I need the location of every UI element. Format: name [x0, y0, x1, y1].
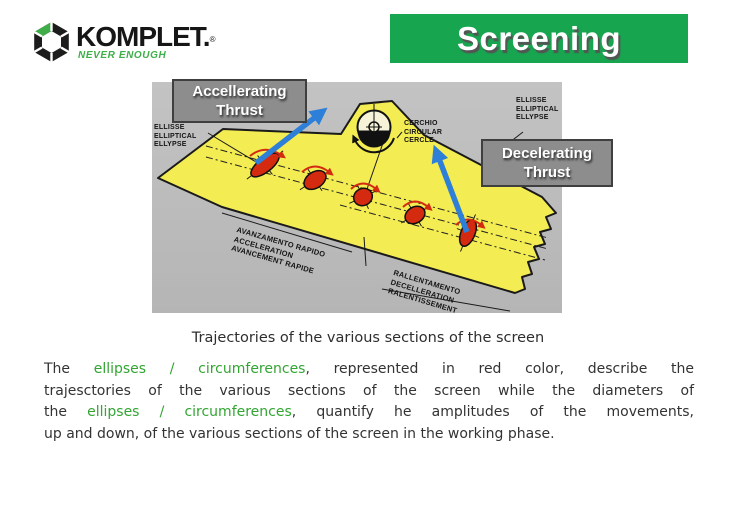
label-line: ELLISSE [154, 124, 185, 131]
page-title: Screening [456, 19, 622, 57]
label-circle-center: CERCHIO CIRCULAR CERCLE [404, 120, 442, 146]
label-ellipse-right: ELLISSE ELLIPTICAL ELLYPSE [516, 97, 558, 123]
trajectory-dash-lines [205, 145, 549, 261]
label-line: CERCHIO [404, 120, 438, 127]
callout-line: Accellerating [192, 83, 287, 100]
callout-line: Thrust [523, 164, 571, 181]
diagram-canvas [157, 100, 557, 312]
accelerating-thrust-arrow [254, 107, 328, 166]
text-run: trajesctories of the various sections of… [44, 382, 694, 399]
label-line: ELLIPTICAL [516, 105, 559, 113]
highlighted-term: ellipses / circumferences [93, 361, 306, 377]
text-run: the [44, 404, 88, 420]
accelerating-thrust-callout: Accellerating Thrust [172, 79, 307, 123]
decelerating-thrust-arrow [431, 144, 470, 233]
figure-caption: Trajectories of the various sections of … [191, 330, 545, 346]
label-line: ELLISSE [516, 97, 547, 104]
label-ellipse-left: ELLISSE ELLIPTICAL ELLYPSE [154, 124, 196, 150]
text-run: , represented in red color, describe the [305, 361, 694, 377]
highlighted-term: ellipses / circumferences [87, 404, 292, 420]
label-line: CERCLE [404, 137, 434, 144]
screen-diagram-image: ELLISSE ELLIPTICAL ELLYPSE CERCHIO CIRCU… [152, 79, 613, 315]
komplet-hexagon-icon [33, 22, 70, 62]
brand-text: KOMPLET. [76, 21, 211, 52]
callout-line: Thrust [216, 102, 263, 119]
label-line: ELLYPSE [516, 114, 549, 121]
brand-tagline: NEVER ENOUGH [78, 50, 167, 61]
dimension-lines [207, 131, 524, 312]
text-run: up and down, of the various sections of … [44, 425, 555, 442]
rotation-arrows [249, 148, 486, 229]
komplet-logo: KOMPLET.® NEVER ENOUGH [30, 20, 260, 66]
body-paragraph: The ellipses / circumferences, represent… [44, 359, 694, 445]
label-line: CIRCULAR [404, 128, 443, 136]
label-line: ELLIPTICAL [154, 132, 197, 140]
text-run: , quantify he amplitudes of the movement… [291, 404, 694, 420]
brand-name: KOMPLET.® [76, 21, 215, 53]
paragraph-line-3: the ellipses / circumferences, quantify … [44, 402, 694, 424]
circle-motion-detail [352, 104, 395, 154]
registered-mark: ® [209, 35, 216, 44]
paragraph-line-1: The ellipses / circumferences, represent… [44, 359, 694, 381]
title-banner: Screening [390, 14, 688, 63]
paragraph-line-4: up and down, of the various sections of … [44, 424, 694, 446]
callout-line: Decelerating [501, 145, 593, 162]
text-run: The [44, 361, 94, 377]
decelerating-thrust-callout: Decelerating Thrust [481, 139, 613, 187]
paragraph-line-2: trajesctories of the various sections of… [44, 381, 694, 403]
label-line: ELLYPSE [154, 141, 187, 148]
